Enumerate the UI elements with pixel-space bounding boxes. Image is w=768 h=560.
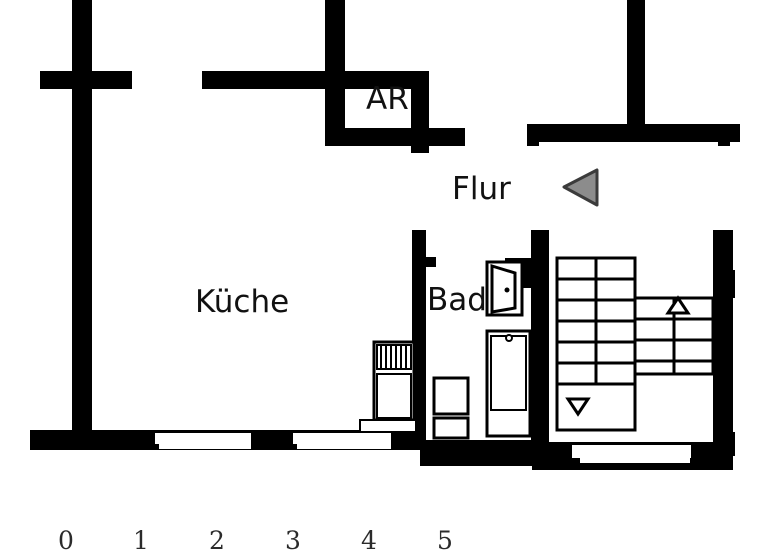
scale-tick-1: 1 — [133, 526, 149, 555]
washbasin-fixture — [432, 376, 470, 416]
wall-ar-top — [345, 71, 429, 89]
scale-tick-4: 4 — [361, 526, 377, 555]
wall-topright-nub-left — [527, 124, 539, 146]
staircase-group — [555, 256, 715, 432]
room-label-kueche: Küche — [195, 284, 290, 320]
stair-down-arrow-icon — [565, 397, 591, 417]
scale-tick-3: 3 — [285, 526, 301, 555]
scale-tick-5: 5 — [437, 526, 453, 555]
stove-fixture — [372, 340, 416, 422]
stair-up-arrow-icon — [665, 295, 691, 315]
kitchen-fixtures-group — [359, 340, 417, 433]
wall-ar-bottom — [325, 128, 465, 146]
wall-topright-horizontal — [527, 124, 740, 142]
wall-topright-vertical — [627, 0, 645, 133]
window-kitchen-left — [155, 433, 251, 449]
wall-upper-middle-nub — [202, 71, 212, 81]
view-direction-arrow-icon — [562, 168, 599, 207]
wall-ar-left-vertical — [325, 0, 345, 142]
wall-ar-bottom-nub — [455, 128, 465, 138]
wall-bottom-bad — [420, 440, 532, 466]
scale-tick-2: 2 — [209, 526, 225, 555]
door-swing-icon — [485, 260, 524, 317]
room-label-ar: AR — [366, 81, 409, 117]
scale-tick-0: 0 — [58, 526, 74, 555]
wall-topright-nub-right — [718, 124, 730, 146]
wall-upper-middle-horizontal — [202, 71, 354, 89]
windows-group — [155, 433, 691, 463]
room-label-bad: Bad — [427, 282, 487, 318]
wall-bottom-stairwell-step — [532, 442, 552, 470]
bathtub-fixture — [485, 329, 532, 438]
kitchen-counter-edge — [359, 419, 417, 433]
room-label-flur: Flur — [452, 171, 511, 207]
toilet-fixture — [432, 416, 470, 440]
wall-left-stub — [40, 71, 132, 89]
window-stairwell — [572, 445, 691, 463]
wall-right-upper-nub — [713, 270, 735, 298]
window-kitchen-right — [293, 433, 391, 449]
bathroom-fixtures-group — [432, 260, 532, 440]
wall-left-vertical — [72, 0, 92, 437]
wall-kitchen-bad-nub — [426, 257, 436, 267]
